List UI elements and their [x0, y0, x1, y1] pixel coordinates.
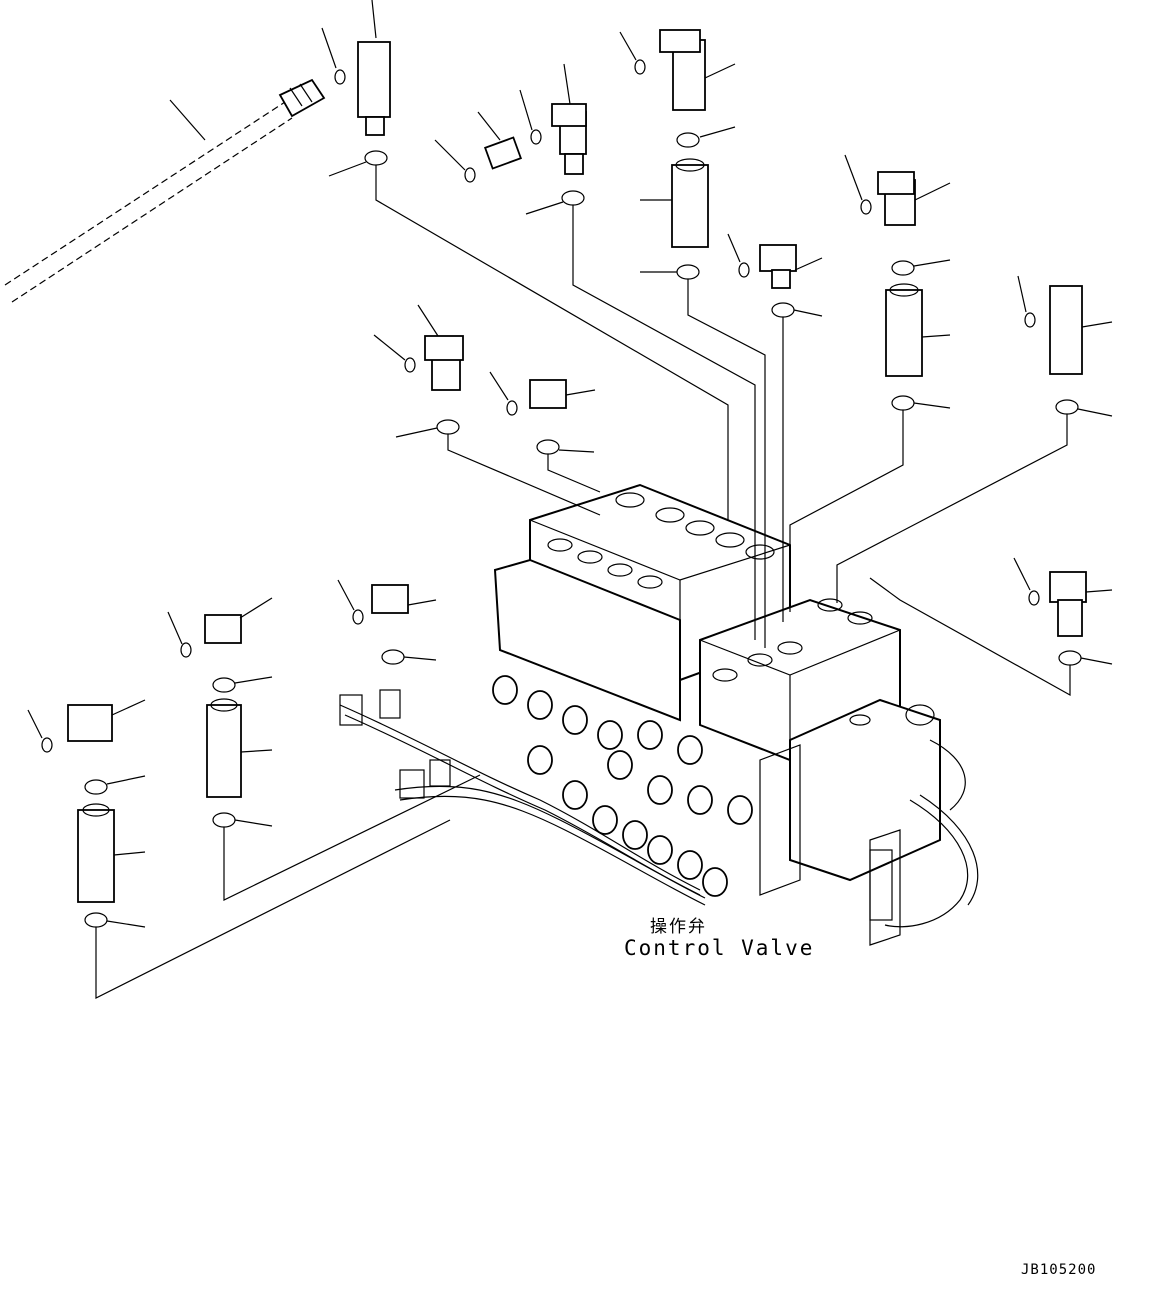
extension-tube-right — [885, 283, 951, 377]
elbow-fitting-right — [844, 154, 951, 226]
elbow-fitting-left-2 — [167, 597, 273, 658]
drawing-number: JB105200 — [1021, 1262, 1097, 1278]
small-elbow — [727, 233, 823, 289]
leader-lines — [95, 165, 1071, 999]
extension-tube — [640, 158, 709, 248]
o-rings — [84, 126, 1113, 928]
valve-ports — [547, 492, 935, 726]
component-label-en: Control Valve — [624, 936, 815, 960]
solenoid-row — [492, 675, 753, 897]
fittings — [27, 0, 1113, 903]
wiring-harness — [339, 689, 979, 928]
control-valve-body — [339, 483, 979, 946]
component-label-jp: 操作弁 — [650, 917, 707, 937]
extension-tube-left-1 — [206, 698, 273, 798]
adapter-fitting — [434, 111, 523, 183]
extension-tube-left-2 — [77, 803, 146, 903]
hose-assembly — [4, 78, 326, 303]
small-elbow-mid — [489, 371, 596, 416]
elbow-fitting-mid — [373, 304, 464, 391]
straight-fitting — [321, 0, 391, 136]
elbow-fitting-long — [619, 29, 736, 111]
elbow-fitting-left-3 — [27, 699, 146, 753]
elbow-fitting-left-1 — [337, 579, 437, 625]
elbow-fitting — [519, 63, 587, 175]
straight-fitting-right — [1017, 275, 1113, 375]
elbow-fitting-far-right — [1013, 557, 1113, 637]
